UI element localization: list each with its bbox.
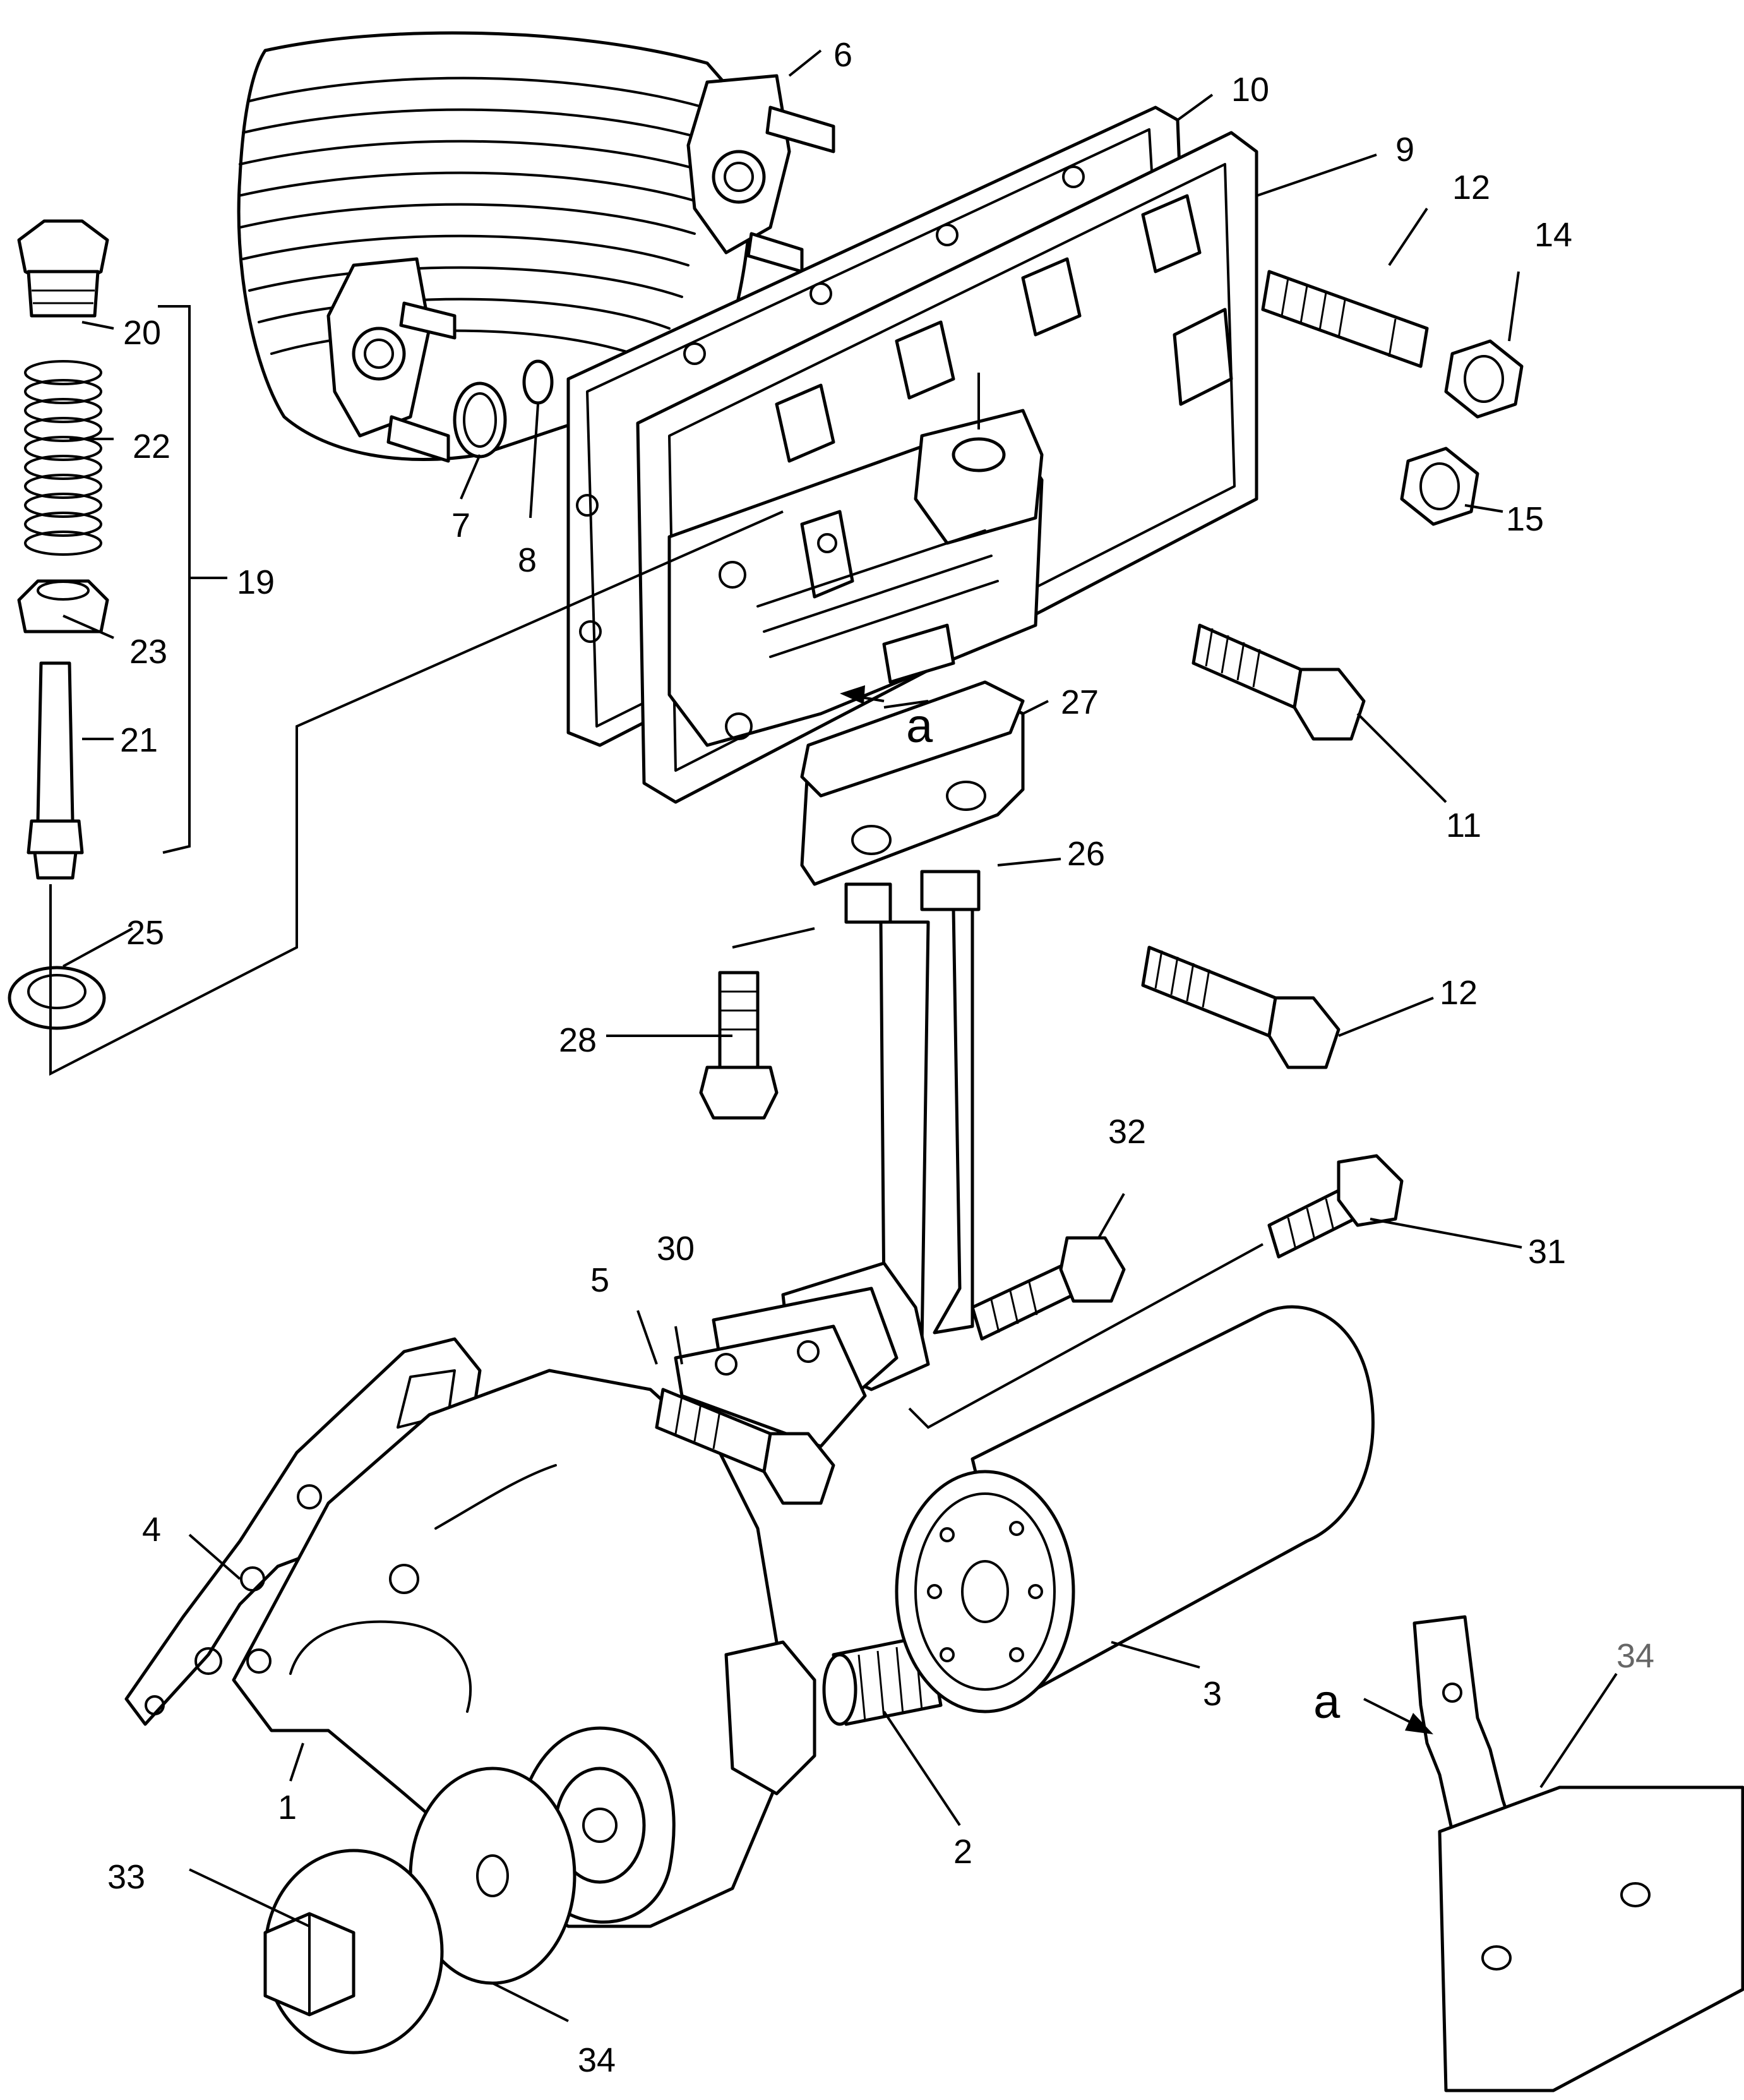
bolt-30 — [1267, 1154, 1404, 1259]
callout-12: 12 — [1440, 974, 1478, 1012]
callout-6: 6 — [833, 36, 852, 74]
oil-filter-3 — [895, 1305, 1375, 1713]
callout-5: 5 — [590, 1261, 609, 1299]
callout-3: 3 — [1203, 1675, 1222, 1713]
bolt-11 — [1192, 623, 1366, 741]
nut-18 — [1400, 447, 1479, 526]
cooler-cover-9 — [636, 131, 1258, 804]
callout-33: 34 — [578, 2041, 616, 2079]
gasket-4 — [124, 1337, 482, 1726]
callout-7: 7 — [451, 507, 470, 544]
valve-23 — [17, 579, 109, 633]
oil-cooler-housing-1 — [232, 1369, 816, 1928]
callout-14: 12 — [1452, 169, 1490, 207]
callout-25: 25 — [126, 914, 164, 952]
callout-32: 33 — [107, 1858, 145, 1896]
bolt-12 — [1141, 945, 1341, 1069]
callout-18: 15 — [1506, 500, 1544, 538]
bracket-34 — [1413, 1615, 1744, 2092]
callout-1: 1 — [278, 1789, 297, 1827]
callout-19: 19 — [237, 563, 275, 601]
callout-10: 10 — [1231, 71, 1269, 109]
callout-labels: 6 10 9 12 14 15 20 22 19 23 21 25 7 8 27… — [107, 36, 1654, 2079]
view-arrow-a-cover — [840, 685, 885, 704]
callout-11: 11 — [1446, 807, 1481, 844]
callout-28: 28 — [559, 1021, 597, 1059]
callout-21: 21 — [120, 721, 158, 759]
view-label-a-cover: a — [906, 699, 933, 753]
bracket-19 — [158, 305, 191, 854]
gasket-25 — [8, 966, 106, 1030]
callout-2: 2 — [953, 1833, 972, 1871]
callout-26: 26 — [1067, 835, 1105, 873]
callout-29: 30 — [657, 1230, 695, 1268]
oil-cooler-element — [237, 31, 835, 463]
callout-34: 34 — [1616, 1637, 1654, 1675]
callout-4: 4 — [142, 1511, 161, 1549]
bolt-5 — [655, 1388, 835, 1505]
plug-20 — [17, 219, 109, 318]
stud-14 — [1261, 270, 1429, 368]
nut-15 — [1444, 339, 1524, 419]
view-arrow-a-bracket — [1363, 1698, 1433, 1734]
spring-22 — [24, 360, 102, 556]
callout-27: 27 — [1061, 683, 1099, 721]
lower-flange — [674, 1261, 930, 1448]
plug-32 — [263, 1849, 444, 2055]
callout-30: 31 — [1528, 1233, 1566, 1271]
pin-21 — [27, 661, 84, 880]
callout-15: 14 — [1534, 216, 1572, 254]
bolt-28 — [699, 971, 779, 1120]
gasket-27 — [800, 680, 1025, 798]
callout-9: 9 — [1395, 131, 1414, 169]
view-label-a-bracket: a — [1313, 1675, 1341, 1729]
callout-8: 8 — [518, 541, 537, 579]
leader-lines — [49, 49, 1618, 2022]
bolt-31 — [971, 1236, 1126, 1341]
callout-31: 32 — [1108, 1113, 1146, 1151]
callout-23: 23 — [129, 633, 167, 671]
callout-20: 20 — [123, 314, 161, 352]
callout-22: 22 — [133, 428, 170, 465]
o-ring-8 — [522, 359, 554, 405]
